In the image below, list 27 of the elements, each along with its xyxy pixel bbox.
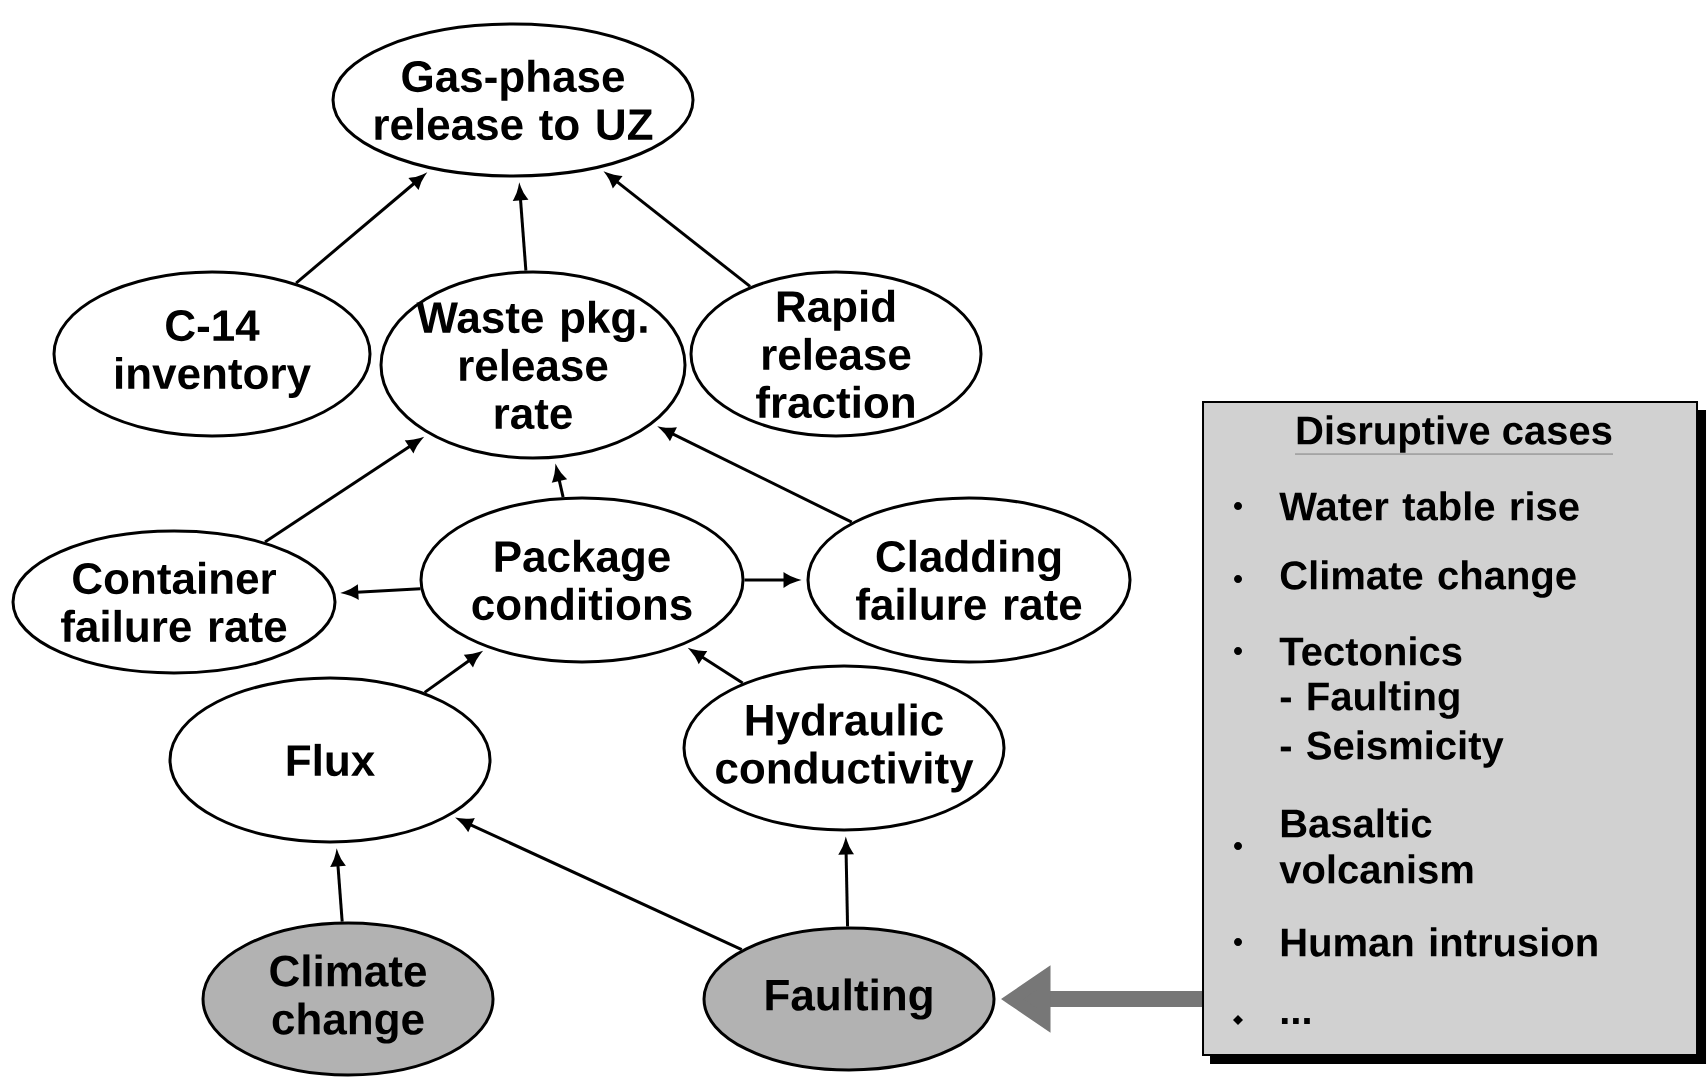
ellipse-node: C-14 inventory: [52, 270, 372, 438]
ellipse-node: Climate change: [201, 921, 495, 1077]
arrow: [606, 172, 751, 288]
ellipse-node: Flux: [168, 676, 492, 844]
ellipse-node: Hydraulic conductivity: [682, 664, 1006, 832]
arrow: [295, 174, 425, 285]
ellipse-node: Package conditions: [419, 496, 745, 664]
list-item: - Faulting: [1280, 681, 1459, 719]
list-item: Tectonics: [1279, 636, 1462, 666]
list-item: ...: [1281, 1018, 1310, 1024]
ellipse-node: Rapid release fraction: [689, 270, 983, 438]
ellipse-node: Faulting: [702, 926, 996, 1072]
arrow: [264, 438, 422, 544]
ellipse-node: Cladding failure rate: [806, 496, 1132, 664]
list-item: Climate change: [1280, 560, 1576, 598]
arrow: [458, 818, 743, 951]
ellipse-node: Gas-phase release to UZ: [331, 22, 695, 178]
arrow: [423, 652, 481, 694]
ellipse-node: Container failure rate: [11, 529, 337, 675]
list-item: Human intrusion: [1281, 927, 1597, 957]
list-item: Water table rise: [1279, 491, 1579, 521]
list-item: Basaltic volcanism: [1279, 808, 1473, 884]
box-heading: Disruptive cases: [1294, 415, 1614, 455]
arrow: [690, 649, 744, 685]
ellipse-node: Waste pkg. release rate: [379, 270, 687, 460]
list-item: - Seismicity: [1280, 730, 1504, 768]
text-box: [1202, 401, 1706, 1064]
